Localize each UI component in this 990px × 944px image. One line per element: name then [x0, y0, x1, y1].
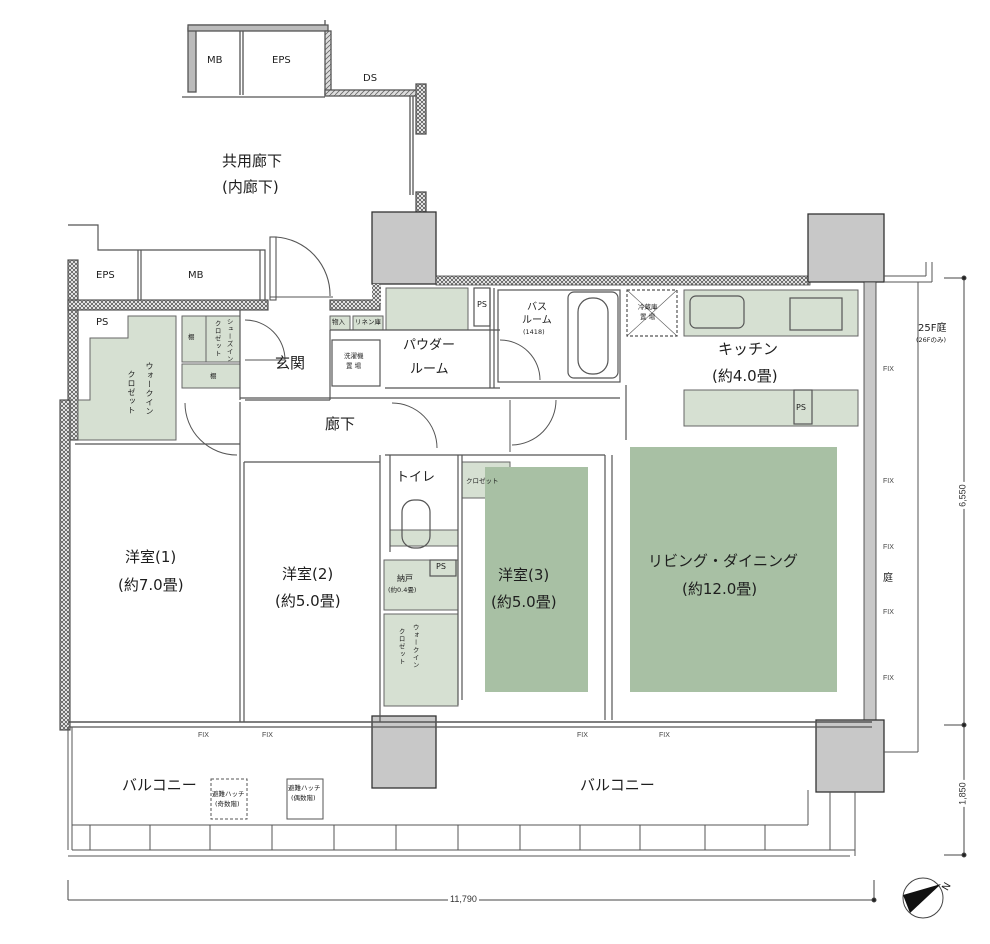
- fix-label-6: FIX: [198, 732, 209, 739]
- top-eps-label: EPS: [272, 55, 291, 66]
- closet3-label: クロゼット: [466, 477, 499, 485]
- balcony-left-label: バルコニー: [122, 776, 197, 794]
- bath-size-label: (1418): [523, 328, 545, 336]
- western2-size-label: (約5.0畳): [275, 592, 341, 610]
- fix-label-5: FIX: [883, 675, 894, 682]
- western3-size-label: (約5.0畳): [491, 593, 557, 611]
- entrance-label: 玄関: [275, 354, 306, 372]
- depth-main-dimension: 6,550: [957, 482, 969, 509]
- shelf-2-label: 棚: [210, 372, 217, 380]
- ps-toilet-label: PS: [436, 562, 446, 571]
- ps-bath-label: PS: [477, 300, 487, 309]
- ps-left-label: PS: [96, 317, 109, 328]
- washer-label: 洗濯機: [344, 352, 364, 360]
- balcony-right-label: バルコニー: [580, 776, 655, 794]
- storage-closet-size-label: (約0.4畳): [388, 586, 417, 594]
- fix-label-4: FIX: [883, 609, 894, 616]
- western3-floor: [485, 467, 588, 692]
- living-floor: [630, 447, 837, 692]
- shelf-1-label: 棚: [188, 333, 195, 341]
- shoes-in-label-2: クロゼット: [213, 320, 222, 358]
- doors: [184, 319, 557, 456]
- hatch-even-label: 避難ハッチ: [288, 784, 321, 792]
- bath-label-2: ルーム: [522, 315, 552, 326]
- mb-left-label: MB: [188, 270, 204, 281]
- compass-icon: [902, 877, 944, 919]
- living-label: リビング・ダイニング: [648, 552, 799, 570]
- fix-label-9: FIX: [659, 732, 670, 739]
- upper-left-shafts: [59, 224, 381, 731]
- kitchen-size-label: (約4.0畳): [712, 367, 778, 385]
- ps-kitchen-label: PS: [796, 403, 806, 412]
- wic-left-label-2: クロゼット: [127, 370, 136, 415]
- kitchen-label: キッチン: [718, 340, 779, 358]
- hatch-odd-label: 避難ハッチ: [212, 790, 245, 798]
- garden-note: 25F庭: [918, 323, 947, 334]
- garden-outline: [884, 282, 919, 753]
- wic-left-label: ウォークイン: [145, 362, 154, 416]
- western3-label: 洋室(3): [498, 566, 550, 584]
- fix-label-3: FIX: [883, 544, 894, 551]
- fix-label-7: FIX: [262, 732, 273, 739]
- powder-room-label-2: ルーム: [410, 362, 449, 377]
- storage-in-label: 物入: [332, 318, 345, 326]
- balcony: [67, 727, 856, 857]
- common-corridor-sub: (内廊下): [222, 178, 279, 196]
- hatch-even-sub: (偶数階): [291, 794, 316, 802]
- width-dimension: 11,790: [448, 894, 479, 906]
- fix-label-8: FIX: [577, 732, 588, 739]
- toilet-label: トイレ: [396, 470, 436, 485]
- western1-label: 洋室(1): [125, 548, 177, 566]
- garden-note-sub: (26Fのみ): [916, 336, 947, 344]
- wic-mid-label-2: クロゼット: [397, 628, 406, 666]
- powder-room-label: パウダー: [403, 338, 456, 353]
- depth-balcony-dimension: 1,850: [957, 780, 969, 807]
- washer-label-2: 置 場: [346, 362, 362, 370]
- shoes-in-label: シューズイン: [225, 318, 234, 363]
- top-shafts: [182, 20, 427, 213]
- eps-left-label: EPS: [96, 270, 115, 281]
- fix-label-2: FIX: [883, 478, 894, 485]
- wic-mid-label: ウォークイン: [411, 624, 420, 669]
- living-size-label: (約12.0畳): [682, 580, 758, 598]
- hatch-odd-sub: (奇数階): [215, 800, 240, 808]
- interior-walls: [68, 287, 872, 728]
- common-corridor-label: 共用廊下: [222, 152, 283, 170]
- western2-label: 洋室(2): [282, 565, 334, 583]
- entrance-door: [269, 236, 333, 301]
- ds-label: DS: [363, 73, 378, 84]
- storage-closet-label: 納戸: [397, 574, 413, 583]
- linen-label: リネン庫: [355, 318, 381, 326]
- fix-label-1: FIX: [883, 366, 894, 373]
- garden-label: 庭: [883, 573, 893, 584]
- top-mb-label: MB: [207, 55, 223, 66]
- fridge-label: 冷蔵庫: [638, 303, 658, 311]
- outer-walls: [371, 211, 933, 793]
- hallway-label: 廊下: [325, 415, 356, 433]
- bath-label: バス: [527, 302, 547, 313]
- fridge-label-2: 置 場: [640, 313, 656, 321]
- western1-size-label: (約7.0畳): [118, 576, 184, 594]
